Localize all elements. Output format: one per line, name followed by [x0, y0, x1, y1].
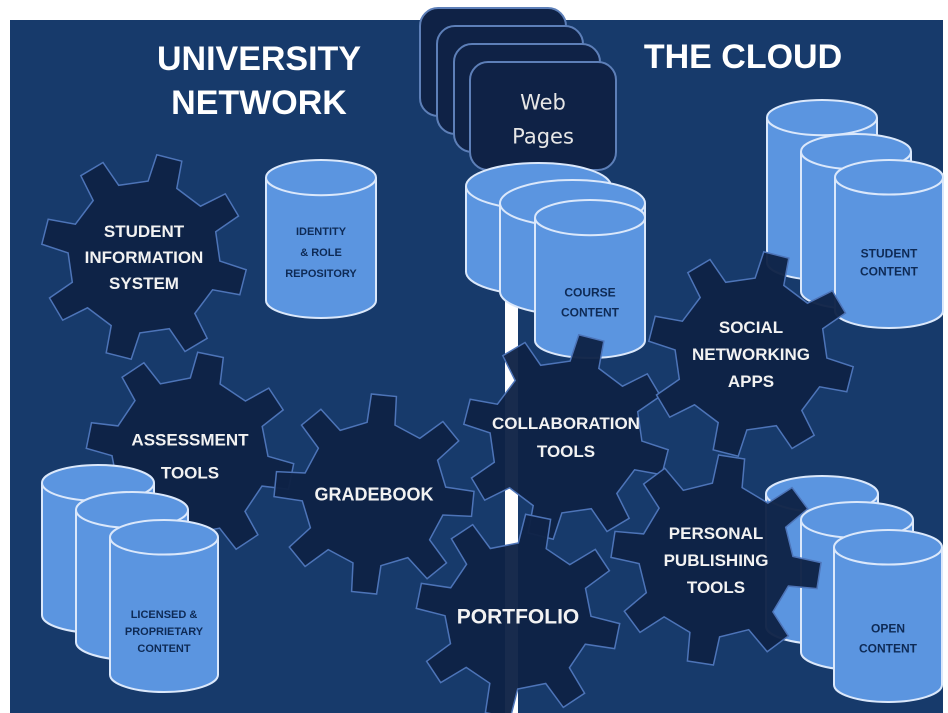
database-cylinder-icon: [109, 519, 219, 693]
the-cloud-title: THE CLOUD: [644, 38, 842, 76]
database-label: CONTENT: [137, 643, 190, 655]
gear-personal-publishing-tools: PERSONAL PUBLISHING TOOLS: [610, 454, 822, 666]
database-cylinder-icon: [834, 159, 944, 329]
gear-label: NETWORKING: [692, 345, 810, 364]
database-cylinder-icon: [265, 159, 377, 319]
gear-label: COLLABORATION: [492, 414, 640, 433]
database-course-content: COURSE CONTENT: [465, 162, 646, 359]
gear-icon: [40, 153, 248, 361]
database-label: OPEN: [871, 621, 905, 635]
background-elements-layer: STUDENT INFORMATION SYSTEM ASSESSMENT TOOLS I…: [40, 99, 944, 703]
gear-label: ASSESSMENT: [131, 431, 249, 450]
database-cylinder-icon: [534, 199, 646, 359]
database-label: CONTENT: [561, 305, 620, 319]
database-label: IDENTITY: [296, 226, 347, 238]
database-label: STUDENT: [861, 246, 918, 260]
gear-icon: [462, 333, 670, 541]
database-label: COURSE: [564, 285, 615, 299]
gear-label: PUBLISHING: [664, 551, 769, 570]
gear-label: TOOLS: [687, 578, 745, 597]
web-pages-label: Web: [520, 91, 566, 115]
gear-label: SOCIAL: [719, 318, 783, 337]
gear-label: STUDENT: [104, 222, 185, 241]
gear-label: PERSONAL: [669, 524, 763, 543]
gear-label: PORTFOLIO: [457, 606, 580, 629]
database-licensed-proprietary-content: LICENSED & PROPRIETARY CONTENT: [41, 464, 219, 693]
gear-icon: [415, 513, 621, 713]
database-identity-role-repository: IDENTITY & ROLE REPOSITORY: [265, 159, 377, 319]
gear-gradebook: GRADEBOOK: [273, 393, 475, 595]
university-network-title: NETWORK: [171, 84, 347, 122]
database-student-content: STUDENT CONTENT: [766, 99, 944, 329]
gear-icon: [610, 454, 822, 666]
database-label: LICENSED &: [131, 609, 198, 621]
web-pages-label: Pages: [512, 125, 574, 149]
web-page-card-icon: [469, 61, 617, 171]
database-label: & ROLE: [300, 247, 342, 259]
gear-label: APPS: [728, 372, 774, 391]
gear-social-networking-apps: SOCIAL NETWORKING APPS: [647, 250, 855, 458]
database-label: CONTENT: [859, 641, 918, 655]
university-network-title: UNIVERSITY: [157, 40, 361, 78]
database-label: PROPRIETARY: [125, 626, 204, 638]
gear-collaboration-tools: COLLABORATION TOOLS: [462, 333, 670, 541]
gear-label: GRADEBOOK: [314, 484, 433, 504]
gear-icon: [273, 393, 475, 595]
gear-label: TOOLS: [161, 464, 219, 483]
database-label: CONTENT: [860, 264, 919, 278]
gear-label: SYSTEM: [109, 274, 179, 293]
gear-portfolio: PORTFOLIO: [415, 513, 621, 713]
database-cylinder-icon: [833, 529, 943, 703]
database-open-content: OPEN CONTENT: [765, 475, 943, 703]
gear-label: TOOLS: [537, 442, 595, 461]
gear-label: INFORMATION: [85, 248, 204, 267]
foreground-elements-layer: GRADEBOOK COLLABORATION TOOLS PORTFOLIO SOCI…: [273, 250, 855, 713]
database-label: REPOSITORY: [285, 268, 357, 280]
gear-student-information-system: STUDENT INFORMATION SYSTEM: [40, 153, 248, 361]
gear-icon: [647, 250, 855, 458]
